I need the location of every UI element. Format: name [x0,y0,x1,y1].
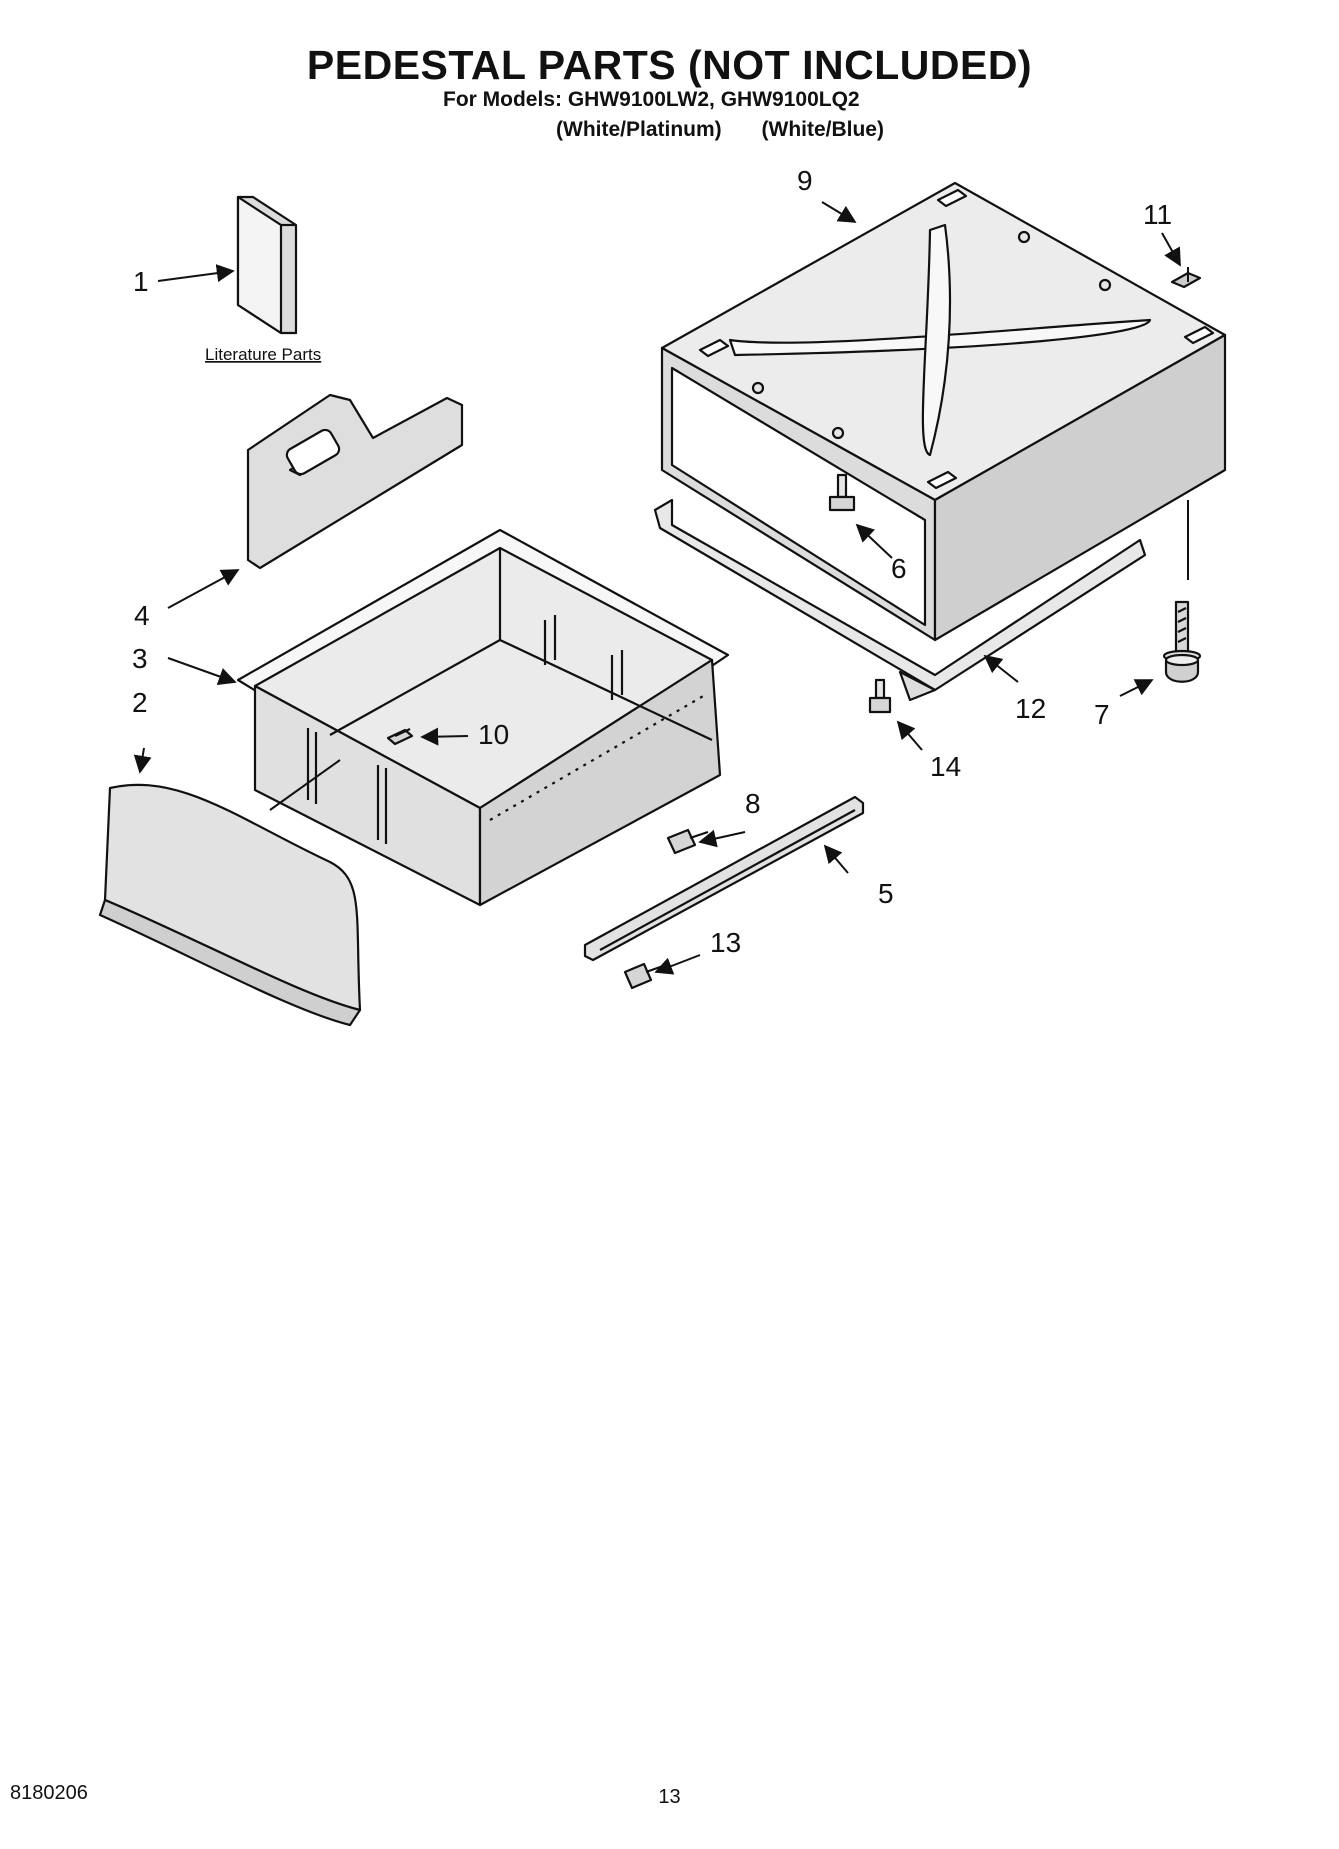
callout-11: 11 [1143,199,1172,230]
page-number: 13 [658,1786,681,1808]
screw-6 [828,473,856,512]
page-title: PEDESTAL PARTS (NOT INCLUDED) [306,42,1033,88]
drawer-slide-rail [583,795,865,962]
drawer-bin [236,528,730,907]
callout-2: 2 [132,687,148,718]
literature-booklet [236,195,298,335]
screw-10 [386,728,414,746]
drawer-divider-panel [246,393,464,570]
callout-14: 14 [930,751,961,782]
document-number: 8180206 [10,1782,88,1804]
callout-10: 10 [478,719,509,750]
drawer-front-panel [98,783,362,1027]
screw-13 [623,962,664,990]
callout-7: 7 [1094,699,1110,730]
screw-14 [868,678,892,714]
pedestal-cabinet [660,181,1227,642]
callout-9: 9 [797,165,813,196]
callout-3: 3 [132,643,148,674]
callout-8: 8 [745,788,761,819]
callout-13: 13 [710,927,741,958]
leveling-leg [1162,600,1202,683]
rubber-pad [1170,271,1202,289]
variant-white-blue: (White/Blue) [761,118,884,141]
callout-12: 12 [1015,693,1046,724]
callout-6: 6 [891,553,907,584]
callout-5: 5 [878,878,894,909]
model-variants: (White/Platinum) (White/Blue) [556,118,918,142]
variant-white-platinum: (White/Platinum) [556,118,722,141]
callout-1: 1 [133,266,149,297]
literature-parts-label: Literature Parts [205,345,321,364]
base-plate [653,498,1147,702]
callout-4: 4 [134,600,150,631]
models-line: For Models: GHW9100LW2, GHW9100LQ2 [443,88,860,111]
